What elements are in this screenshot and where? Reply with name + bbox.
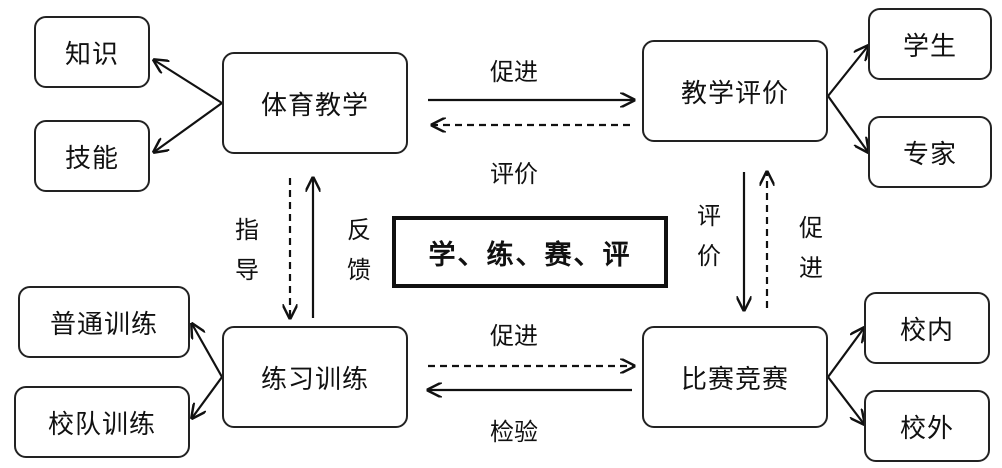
label-guide: 指 导 [235,216,259,284]
arrow-practice-regular [192,324,223,378]
node-expert-label: 专家 [902,139,957,170]
node-pe-teaching-label: 体育教学 [260,90,369,121]
label-feedback: 反 馈 [347,216,371,284]
node-regular-training-label: 普通训练 [49,309,158,340]
node-skill: 技能 [34,120,150,192]
node-out-school: 校外 [864,390,990,462]
node-in-school-label: 校内 [899,315,954,346]
node-team-training: 校队训练 [14,386,190,458]
node-regular-training: 普通训练 [18,286,190,358]
center-box: 学、练、赛、评 [392,216,668,288]
node-teaching-eval: 教学评价 [642,40,828,142]
arrow-eval-expert [827,95,868,152]
node-in-school: 校内 [864,292,990,364]
node-teaching-eval-label: 教学评价 [680,78,789,109]
label-examine: 检验 [490,418,538,446]
arrow-practice-team [192,376,223,418]
arrow-teaching-knowledge [154,60,223,104]
node-practice-training: 练习训练 [222,326,408,428]
node-knowledge: 知识 [34,16,150,88]
node-pe-teaching: 体育教学 [222,52,408,154]
node-skill-label: 技能 [64,143,119,174]
node-practice-training-label: 练习训练 [260,364,369,395]
label-evaluate-right: 评 价 [697,202,721,270]
center-label: 学、练、赛、评 [428,239,632,271]
node-student: 学生 [868,8,992,80]
label-promote-bottom: 促进 [490,322,538,350]
node-competition-label: 比赛竞赛 [680,364,789,395]
node-out-school-label: 校外 [899,413,954,444]
node-knowledge-label: 知识 [64,39,119,70]
label-evaluate-top: 评价 [490,160,538,188]
node-student-label: 学生 [902,31,957,62]
arrow-teaching-skill [154,102,223,152]
arrow-comp-inschool [827,328,864,378]
node-expert: 专家 [868,116,992,188]
arrow-comp-outschool [827,376,864,424]
node-competition: 比赛竞赛 [642,326,828,428]
label-promote-top: 促进 [490,58,538,86]
label-promote-right: 促 进 [799,214,823,282]
node-team-training-label: 校队训练 [47,409,156,440]
arrow-eval-student [827,46,868,97]
